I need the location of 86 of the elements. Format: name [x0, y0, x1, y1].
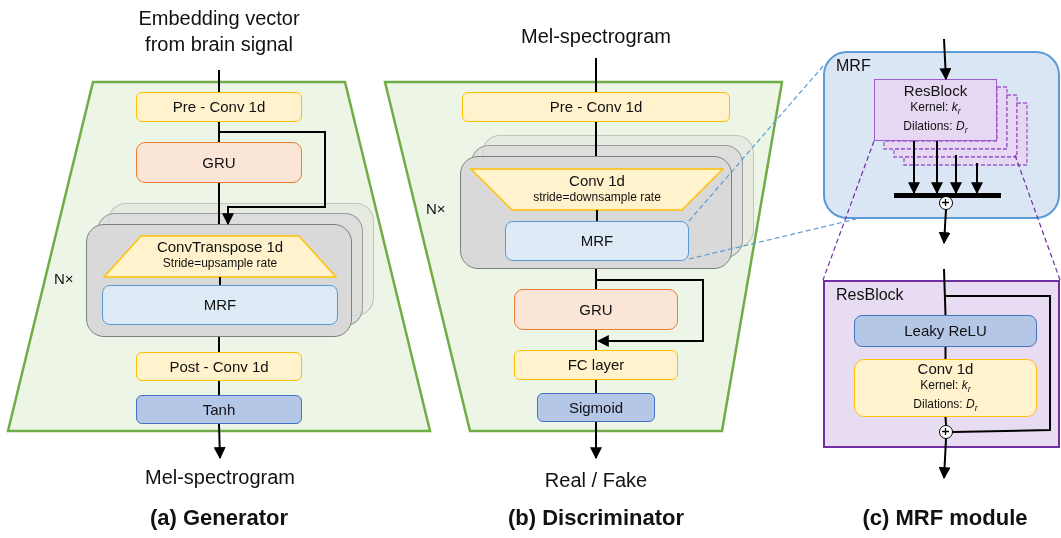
block-title: Pre - Conv 1d: [172, 98, 266, 116]
repeated-block: [460, 156, 732, 269]
io-label: Mel-spectrogram: [496, 20, 696, 52]
module-panel: [823, 51, 1060, 219]
block-title: ResBlock: [903, 81, 968, 100]
layer-box: [874, 79, 997, 141]
connector: [943, 295, 1051, 433]
arrow: [218, 131, 326, 226]
layer-box: [136, 395, 302, 424]
layer-box: [854, 315, 1037, 347]
layer-box: [514, 289, 678, 330]
arrow: [213, 423, 226, 460]
block-title: MRF: [203, 296, 237, 314]
connector: [218, 380, 220, 396]
block-title: Sigmoid: [568, 398, 624, 417]
connector: [596, 209, 598, 222]
layer-box: [136, 142, 302, 183]
connector: [218, 69, 220, 93]
connector: [219, 276, 221, 286]
block-title: FC layer: [567, 356, 625, 374]
sum-bar: [894, 193, 1001, 198]
panel-caption: (a) Generator: [148, 505, 290, 531]
io-label: Embedding vector from brain signal: [124, 2, 314, 60]
connector: [218, 336, 220, 353]
layer-box: [854, 359, 1037, 417]
trapezoid-block: [385, 82, 782, 431]
layer-box: [136, 352, 302, 381]
block-detail: Kernel: k$_{r}$: [910, 99, 961, 118]
arrow: [950, 154, 962, 195]
connector: [595, 268, 597, 290]
block-title: Conv 1d: [917, 359, 974, 378]
connector: [944, 346, 947, 360]
arrow: [931, 140, 943, 195]
zoom-guide-line: [688, 218, 857, 260]
trapezoid-block: [104, 236, 336, 277]
panel-title: MRF: [836, 57, 871, 75]
block-detail: stride=downsample rate: [533, 190, 661, 205]
arrow: [590, 421, 602, 460]
zoom-guide-line: [688, 65, 824, 222]
panel-caption: (c) MRF module: [861, 505, 1029, 531]
block-title: Leaky ReLU: [904, 322, 987, 340]
arrow: [971, 162, 983, 195]
block-detail: Dilations: D$_{r}$: [903, 119, 968, 138]
connector: [943, 268, 947, 316]
connector: [595, 121, 597, 157]
arrow: [595, 279, 704, 347]
repeat-label: N×: [54, 270, 74, 287]
io-label: Mel-spectrogram: [110, 462, 330, 492]
block-title: Conv 1d: [569, 172, 625, 190]
zoom-guide-line: [822, 140, 875, 281]
connector: [595, 379, 597, 394]
repeat-label: N×: [426, 200, 446, 217]
connector: [595, 329, 597, 351]
block-title: Post - Conv 1d: [169, 357, 269, 376]
connector: [218, 121, 220, 143]
panel-caption: (b) Discriminator: [507, 505, 685, 531]
layer-box: [514, 350, 678, 380]
block-title: Pre - Conv 1d: [549, 98, 643, 116]
panel-title: ResBlock: [836, 286, 904, 304]
layer-box: [537, 393, 655, 422]
block-detail: Dilations: D$_{r}$: [913, 397, 978, 416]
sum-circle: [939, 425, 953, 439]
arrow: [939, 38, 952, 81]
block-detail: Stride=upsample rate: [162, 256, 278, 271]
module-panel: [823, 280, 1060, 448]
block-detail: Kernel: k$_{r}$: [920, 377, 971, 396]
block-title: GRU: [579, 300, 613, 319]
arrow: [938, 209, 951, 245]
layer-box: [462, 92, 730, 122]
zoom-guide-line: [1014, 154, 1061, 281]
layer-box: [136, 92, 302, 122]
connector: [595, 57, 597, 93]
trapezoid-block: [471, 169, 723, 210]
block-title: Tanh: [202, 400, 236, 419]
arrow: [938, 438, 951, 480]
repeated-block: [86, 224, 352, 337]
block-title: GRU: [202, 153, 236, 172]
connector: [218, 182, 220, 225]
layer-box: [505, 221, 689, 261]
io-label: Real / Fake: [496, 465, 696, 495]
arrow: [908, 140, 920, 195]
block-title: ConvTranspose 1d: [156, 238, 284, 256]
connector: [944, 416, 947, 426]
block-title: MRF: [580, 232, 614, 250]
layer-box: [102, 285, 338, 325]
sum-circle: [939, 196, 953, 210]
